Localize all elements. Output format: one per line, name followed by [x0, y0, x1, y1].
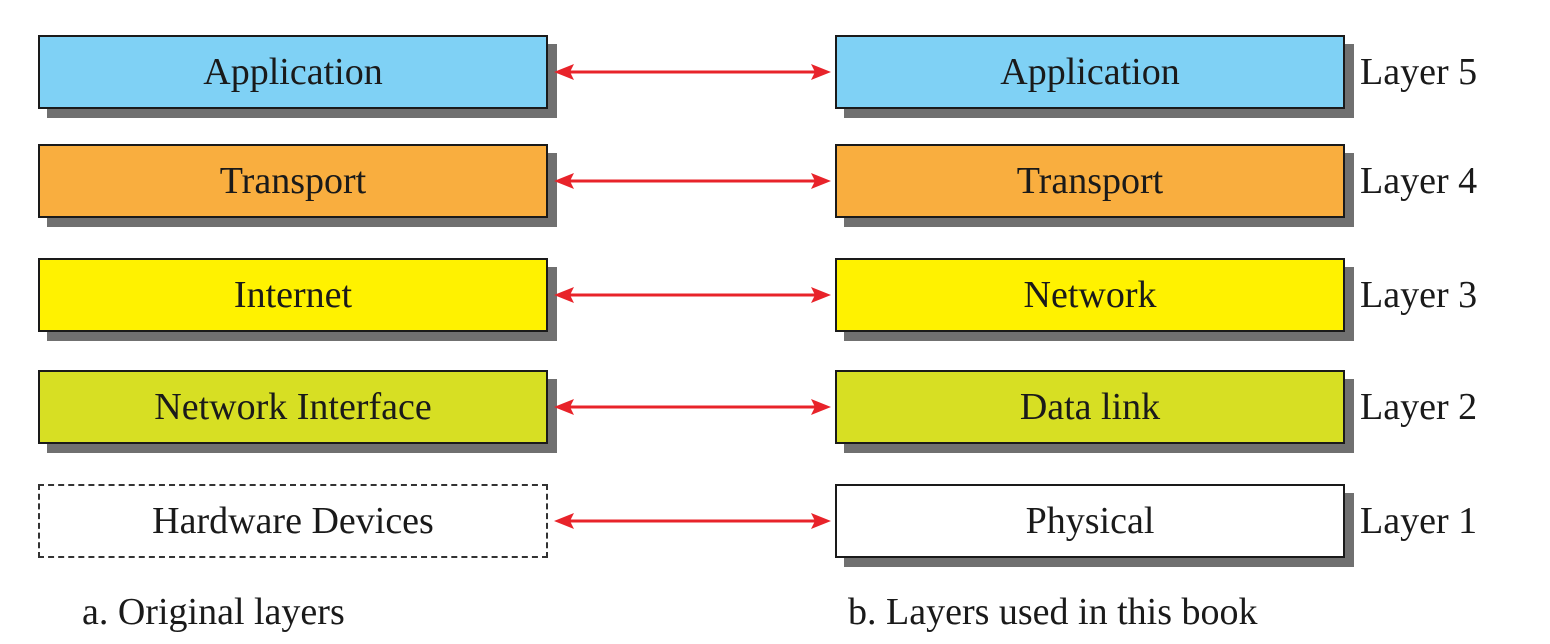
- original-transport-label: Transport: [219, 160, 367, 202]
- arrow-row-transport: [554, 173, 831, 189]
- arrow-row-data-link: [554, 399, 831, 415]
- original-internet-box: Internet: [38, 258, 548, 332]
- original-internet-label: Internet: [233, 274, 353, 316]
- layer-2-label: Layer 2: [1360, 386, 1478, 428]
- book-application-label: Application: [1000, 51, 1180, 93]
- book-network-label: Network: [1023, 274, 1157, 316]
- original-application-label: Application: [203, 51, 383, 93]
- book-transport-box: Transport: [835, 144, 1345, 218]
- book-data-link-box: Data link: [835, 370, 1345, 444]
- layer-1-label: Layer 1: [1360, 500, 1478, 542]
- original-network-interface-label: Network Interface: [154, 386, 432, 428]
- original-hardware-devices-label: Hardware Devices: [152, 500, 434, 542]
- layer-4-label: Layer 4: [1360, 160, 1478, 202]
- caption-original-layers: a. Original layers: [82, 591, 345, 633]
- arrow-row-physical: [554, 513, 831, 529]
- arrow-row-network: [554, 287, 831, 303]
- book-physical-box: Physical: [835, 484, 1345, 558]
- original-hardware-devices-box: Hardware Devices: [38, 484, 548, 558]
- layer-5-label: Layer 5: [1360, 51, 1478, 93]
- book-data-link-label: Data link: [1019, 386, 1161, 428]
- book-transport-label: Transport: [1016, 160, 1164, 202]
- original-transport-box: Transport: [38, 144, 548, 218]
- arrow-row-application: [554, 64, 831, 80]
- layer-3-label: Layer 3: [1360, 274, 1478, 316]
- caption-book-layers: b. Layers used in this book: [848, 591, 1258, 633]
- original-application-box: Application: [38, 35, 548, 109]
- book-application-box: Application: [835, 35, 1345, 109]
- book-physical-label: Physical: [1025, 500, 1155, 542]
- book-network-box: Network: [835, 258, 1345, 332]
- original-network-interface-box: Network Interface: [38, 370, 548, 444]
